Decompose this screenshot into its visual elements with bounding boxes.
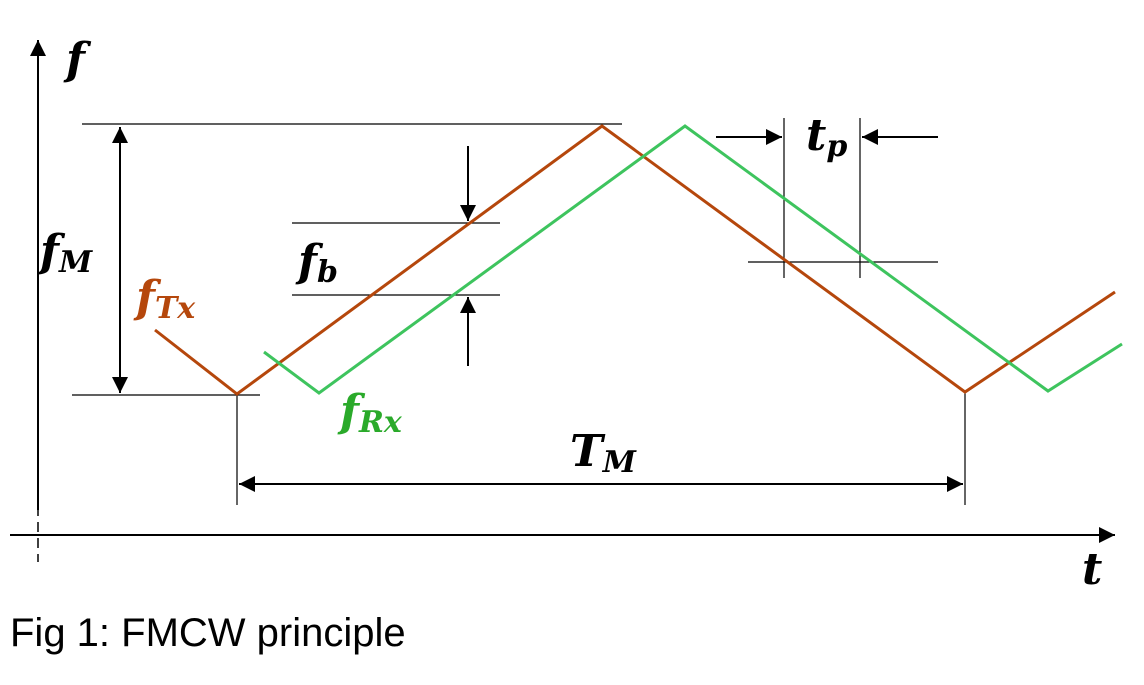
x-axis-label: t — [1082, 544, 1102, 595]
reference-lines — [72, 118, 966, 505]
figure-caption: Fig 1: FMCW principle — [10, 611, 406, 655]
label-tp: tp — [806, 110, 847, 164]
rx-signal-line — [263, 124, 1123, 395]
label-tm: TM — [570, 426, 637, 480]
label-ftx: fTx — [133, 272, 196, 326]
axes — [10, 40, 1115, 562]
label-fb: fb — [295, 236, 338, 290]
label-frx: fRx — [337, 386, 403, 440]
tx-signal-line — [154, 124, 1116, 396]
label-fm: fM — [37, 226, 93, 280]
y-axis-label: f — [63, 34, 92, 85]
dimension-arrows — [112, 127, 963, 492]
